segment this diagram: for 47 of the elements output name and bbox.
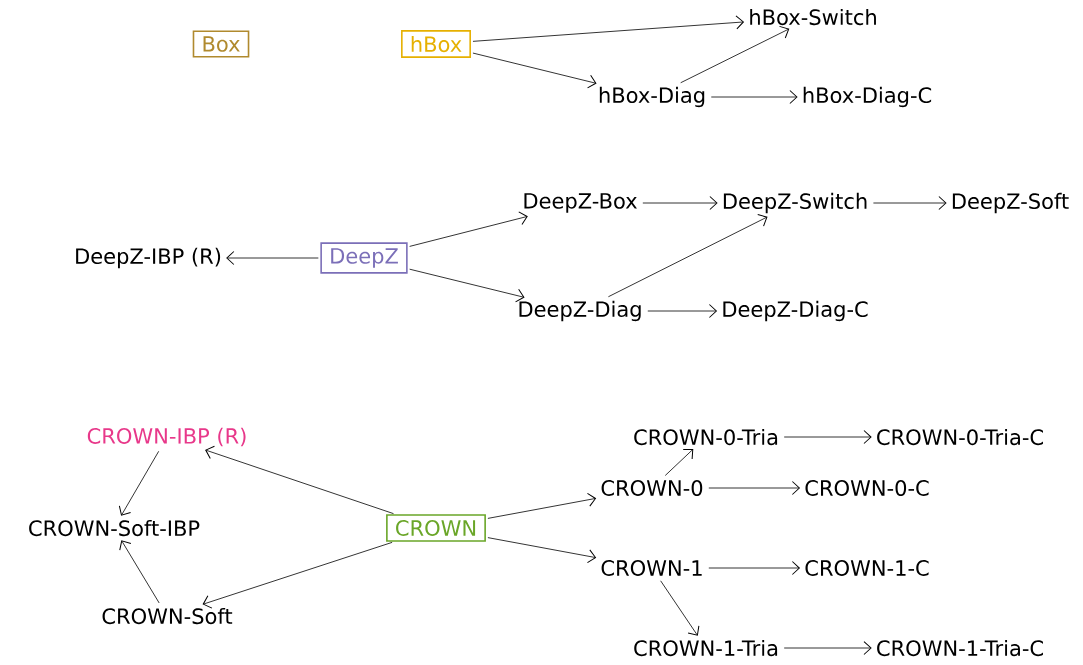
- method-box: CROWN: [386, 514, 486, 542]
- arrow: [783, 641, 872, 655]
- arrow: [608, 214, 768, 298]
- method-label: CROWN-0-Tria: [634, 428, 778, 446]
- arrow: [664, 449, 694, 476]
- arrow: [205, 445, 394, 515]
- arrow: [119, 540, 160, 604]
- method-label: CROWN-1-Tria: [634, 639, 778, 657]
- method-label: hBox-Switch: [750, 8, 876, 26]
- method-label: DeepZ-Diag-C: [723, 300, 868, 322]
- method-label: DeepZ-Diag: [519, 300, 641, 322]
- method-label: hBox-Diag: [599, 86, 705, 108]
- arrow: [660, 580, 700, 636]
- method-label: CROWN-0-Tria-C: [877, 428, 1043, 446]
- arrow: [642, 196, 718, 210]
- arrow: [202, 541, 393, 609]
- arrow: [472, 52, 597, 89]
- method-label: CROWN-0-C: [805, 480, 929, 496]
- method-box: hBox: [401, 30, 471, 58]
- arrow: [783, 430, 872, 444]
- method-label: CROWN-1-Tria-C: [877, 639, 1043, 657]
- method-box: Box: [192, 30, 250, 58]
- method-label: CROWN-Soft: [102, 607, 233, 625]
- method-label: CROWN-0: [601, 480, 703, 496]
- method-label: DeepZ-Switch: [723, 192, 867, 214]
- method-label: hBox-Diag-C: [803, 86, 932, 108]
- method-label: DeepZ-IBP (R): [76, 247, 221, 269]
- arrow: [487, 537, 596, 564]
- arrow: [708, 561, 800, 575]
- arrow: [647, 304, 717, 318]
- arrow: [487, 492, 596, 519]
- method-box: DeepZ: [320, 242, 408, 274]
- method-label: DeepZ-Soft: [952, 192, 1069, 214]
- method-label: CROWN-1: [601, 560, 702, 576]
- arrow: [680, 25, 790, 84]
- arrow: [118, 450, 160, 516]
- arrow: [873, 196, 947, 210]
- method-label: DeepZ-Box: [524, 193, 637, 213]
- arrow: [710, 90, 798, 104]
- method-label: CROWN-IBP (R): [87, 427, 246, 447]
- arrow: [472, 15, 744, 42]
- arrow: [708, 481, 800, 495]
- method-label: CROWN-1-C: [805, 560, 929, 576]
- arrow: [409, 268, 525, 303]
- arrow: [226, 251, 319, 265]
- arrow: [409, 211, 528, 247]
- method-label: CROWN-Soft-IBP: [29, 519, 200, 537]
